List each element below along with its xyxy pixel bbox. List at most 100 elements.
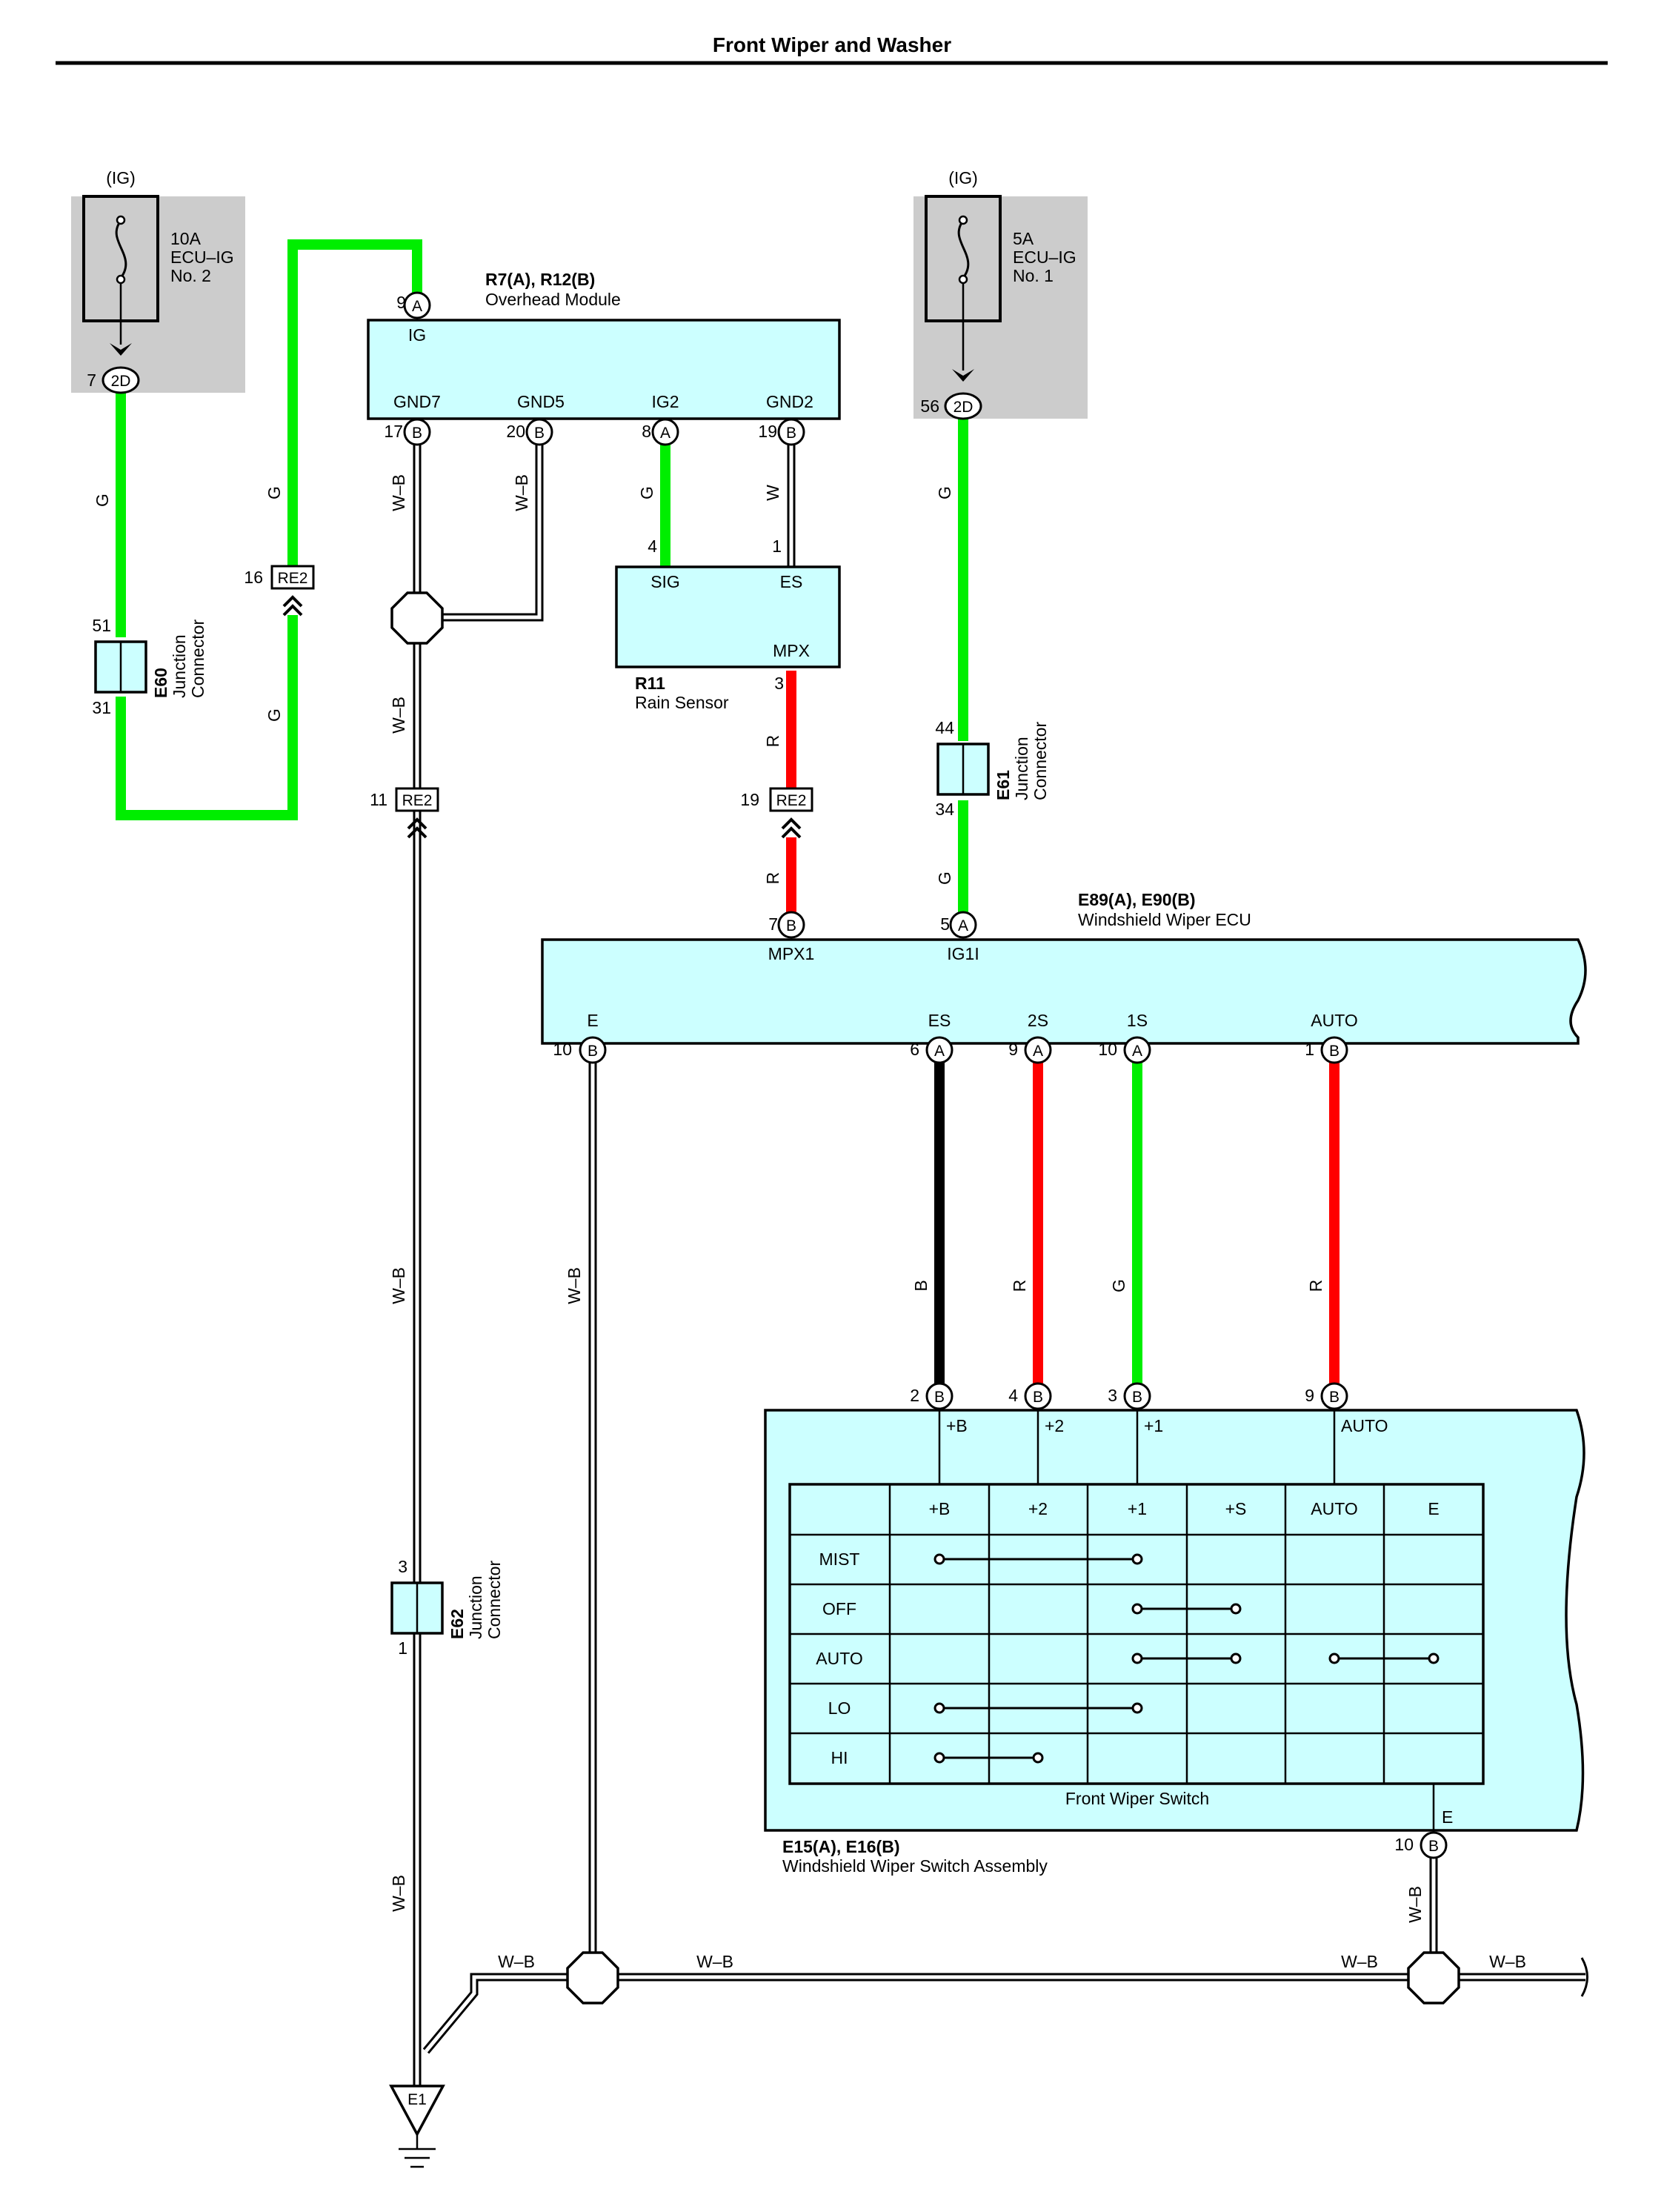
svg-text:IG1I: IG1I: [947, 944, 979, 963]
svg-text:Connector: Connector: [188, 620, 207, 698]
svg-text:SIG: SIG: [650, 572, 680, 591]
splice-2: [566, 1951, 619, 2005]
svg-text:6: 6: [910, 1040, 919, 1059]
svg-text:Junction: Junction: [1012, 737, 1031, 800]
switch-link-node: [1428, 1653, 1440, 1664]
svg-text:7: 7: [768, 914, 778, 934]
fuse-name: ECU–IG: [1013, 248, 1076, 267]
bus-continuation-break: [1580, 1957, 1588, 1997]
wiper-ecu-name: Windshield Wiper ECU: [1078, 910, 1251, 929]
svg-text:G: G: [935, 871, 954, 885]
wire-g-2: [116, 615, 298, 820]
svg-text:1: 1: [1305, 1040, 1314, 1059]
table-row-label: HI: [831, 1748, 848, 1767]
svg-text:AUTO: AUTO: [1341, 1416, 1388, 1435]
svg-text:B: B: [934, 1389, 945, 1406]
svg-text:51: 51: [92, 616, 111, 635]
svg-text:W–B: W–B: [389, 1875, 408, 1912]
svg-text:MPX1: MPX1: [768, 944, 815, 963]
svg-text:B: B: [1428, 1838, 1439, 1855]
switch-link-node: [1131, 1653, 1143, 1664]
table-row-label: MIST: [819, 1550, 860, 1569]
table-row-label: LO: [828, 1698, 851, 1718]
svg-text:A: A: [934, 1043, 945, 1060]
front-wiper-switch-label: Front Wiper Switch: [1065, 1789, 1209, 1808]
table-col-header: +2: [1028, 1499, 1048, 1518]
svg-text:W–B: W–B: [512, 474, 531, 511]
page-title: Front Wiper and Washer: [713, 33, 951, 56]
wiper-ecu-code: E89(A), E90(B): [1078, 890, 1195, 909]
chevron-up-icon: [781, 817, 802, 839]
svg-text:9: 9: [1008, 1040, 1018, 1059]
svg-text:3: 3: [774, 674, 784, 693]
svg-text:4: 4: [1008, 1386, 1018, 1405]
fuse-connectors: 2D 7 2D 56: [87, 343, 982, 420]
svg-text:16: 16: [244, 568, 263, 587]
svg-text:B: B: [412, 425, 422, 442]
overhead-module-code: R7(A), R12(B): [485, 270, 595, 289]
svg-text:8: 8: [642, 422, 651, 441]
fuse-source: (IG): [948, 168, 978, 187]
table-col-header: +S: [1225, 1499, 1247, 1518]
svg-text:E: E: [587, 1011, 598, 1030]
switch-assembly-name: Windshield Wiper Switch Assembly: [782, 1856, 1048, 1876]
svg-text:B: B: [588, 1043, 598, 1060]
svg-text:2D: 2D: [954, 399, 974, 416]
svg-text:R: R: [763, 872, 782, 885]
svg-text:2S: 2S: [1028, 1011, 1048, 1030]
svg-text:10: 10: [1394, 1835, 1414, 1854]
svg-text:31: 31: [92, 698, 111, 717]
switch-link-node: [933, 1702, 945, 1714]
wires: [116, 239, 1588, 2086]
svg-text:Junction: Junction: [170, 634, 189, 698]
svg-text:E60: E60: [151, 668, 170, 698]
svg-text:W–B: W–B: [389, 1267, 408, 1304]
rain-sensor-name: Rain Sensor: [635, 693, 729, 712]
svg-text:34: 34: [935, 800, 954, 819]
svg-text:10: 10: [553, 1040, 572, 1059]
svg-text:G: G: [93, 494, 112, 507]
chevron-up-icon: [282, 595, 303, 617]
svg-text:3: 3: [398, 1557, 407, 1576]
svg-text:MPX: MPX: [773, 641, 810, 660]
svg-text:RE2: RE2: [776, 792, 807, 809]
fuse-element-icon: [957, 220, 970, 279]
svg-text:11: 11: [370, 790, 387, 809]
svg-text:B: B: [1132, 1389, 1142, 1406]
wire-color-labels: G G G W–B W–B G W G W–B R R G W–B W–B B …: [93, 474, 1526, 1971]
svg-text:17: 17: [384, 422, 403, 441]
table-row-label: AUTO: [816, 1649, 862, 1668]
svg-text:B: B: [786, 425, 796, 442]
svg-text:A: A: [1033, 1043, 1043, 1060]
arrow-icon: [110, 343, 132, 356]
switch-link-node: [1131, 1702, 1143, 1714]
svg-text:+1: +1: [1144, 1416, 1163, 1435]
svg-text:7: 7: [87, 371, 96, 390]
table-col-header: +1: [1128, 1499, 1147, 1518]
svg-text:GND2: GND2: [766, 392, 813, 411]
switch-continuity-links: [933, 1553, 1440, 1764]
svg-text:19: 19: [740, 790, 759, 809]
svg-text:A: A: [1132, 1043, 1142, 1060]
svg-text:W–B: W–B: [696, 1952, 733, 1971]
svg-text:2D: 2D: [111, 373, 131, 390]
overhead-module-name: Overhead Module: [485, 290, 621, 309]
fuse-rating: 10A: [170, 229, 202, 248]
svg-text:RE2: RE2: [402, 792, 433, 809]
switch-link-node: [1230, 1603, 1242, 1615]
svg-text:R: R: [763, 735, 782, 748]
fuse-element-icon: [115, 220, 127, 279]
wire-g-3: [287, 239, 422, 571]
svg-text:G: G: [264, 486, 284, 499]
splice-points: [390, 591, 1460, 2005]
svg-text:W–B: W–B: [498, 1952, 535, 1971]
svg-text:E: E: [1442, 1807, 1453, 1827]
fuse-sub: No. 1: [1013, 266, 1054, 285]
rain-sensor-body: [615, 565, 841, 668]
overhead-module-body: [367, 319, 841, 420]
svg-text:2: 2: [910, 1386, 919, 1405]
windshield-wiper-switch-assembly: E15(A), E16(B) Windshield Wiper Switch A…: [764, 1382, 1585, 1876]
rain-sensor-code: R11: [635, 674, 665, 693]
svg-text:AUTO: AUTO: [1311, 1011, 1357, 1030]
